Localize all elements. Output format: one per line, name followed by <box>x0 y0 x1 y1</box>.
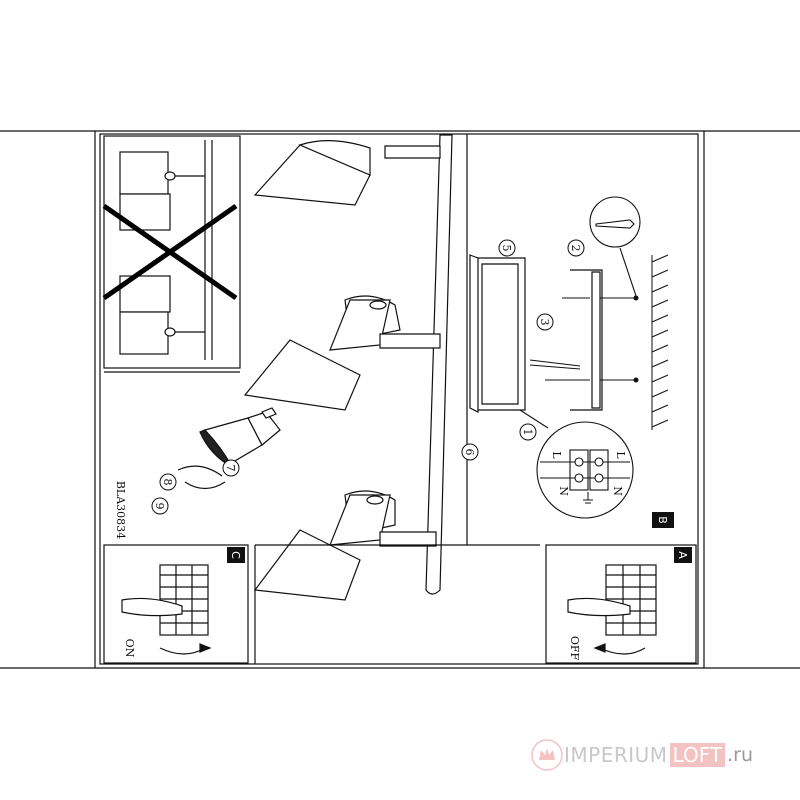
panel-c-badge <box>227 547 245 563</box>
step-8-label: 8 <box>161 479 174 486</box>
step-5-label: 5 <box>500 245 513 252</box>
drill-bit-icon <box>589 196 641 297</box>
bulb-step-markers <box>151 459 240 515</box>
watermark-imperium: IMPERIUM <box>564 743 668 767</box>
panel-a-label: A <box>676 551 689 559</box>
screws-icon <box>529 295 639 383</box>
watermark-ru: .ru <box>727 744 753 766</box>
terminal-block-detail <box>519 409 634 519</box>
panel-c-label: C <box>229 551 242 559</box>
turn-arrow-icon <box>159 643 212 655</box>
step-1-label: 1 <box>521 429 534 436</box>
switch-off-label: OFF <box>568 636 581 661</box>
panel-b-badge <box>652 512 674 528</box>
wrong-mounting-inset <box>103 135 241 369</box>
mounting-box <box>469 254 526 413</box>
panel-b-label: B <box>656 516 669 524</box>
terminal-live-left: L <box>550 451 563 459</box>
step-9-label: 9 <box>153 503 166 510</box>
switch-on-label: ON <box>123 639 136 658</box>
step-3-label: 3 <box>538 319 551 326</box>
panel-a-switch-off <box>545 544 697 664</box>
lamp-head-middle <box>243 295 441 411</box>
turn-arrow-off-icon <box>593 643 646 655</box>
rotation-arrows-icon <box>177 465 226 490</box>
terminal-live-right: L <box>614 451 627 459</box>
crown-emblem-icon <box>531 739 563 771</box>
gu10-bulb-icon <box>199 407 281 469</box>
terminal-neutral-left: N <box>557 486 570 496</box>
watermark-loft: LOFT <box>669 743 726 767</box>
panel-a-badge <box>674 547 692 563</box>
step-7-label: 7 <box>224 465 237 472</box>
watermark: IMPERIUM LOFT .ru <box>530 735 753 775</box>
wall-hatch <box>651 254 669 430</box>
spotlight-rail <box>425 134 453 595</box>
earth-symbol-icon <box>583 492 593 504</box>
model-code: BLA30834 <box>114 481 127 539</box>
panel-c-switch-on <box>103 544 249 664</box>
step-2-label: 2 <box>569 245 582 252</box>
lamp-head-top <box>253 140 441 206</box>
page-frame <box>0 130 800 669</box>
mounting-bracket <box>570 269 603 411</box>
step-6-label: 6 <box>463 449 476 456</box>
cross-out-mark-icon <box>102 203 238 301</box>
terminal-neutral-right: N <box>611 486 624 496</box>
lamp-head-bottom <box>253 490 437 601</box>
